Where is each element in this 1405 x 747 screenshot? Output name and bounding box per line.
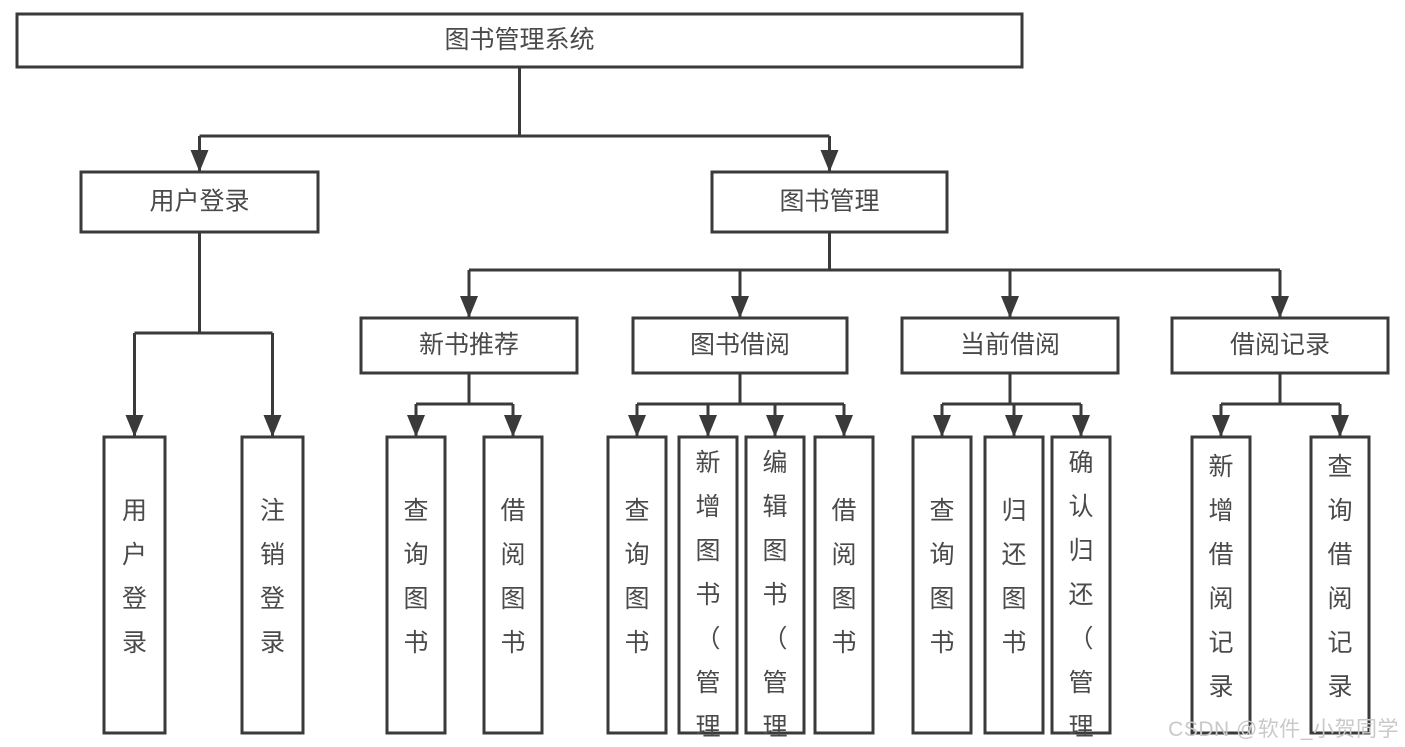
arrow-head-icon	[460, 296, 478, 318]
edge-user-login-to-leaves	[125, 232, 282, 437]
node-box-leaf-return-book	[983, 435, 1045, 735]
node-box-leaf-logout	[240, 435, 305, 735]
node-leaf-edit-book[interactable]: 编辑图书（管理员）	[744, 435, 806, 747]
arrow-head-icon	[1001, 296, 1019, 318]
arrow-head-icon	[1212, 415, 1230, 437]
node-label-leaf-add-record: 新增借阅记录	[1208, 453, 1233, 701]
node-label-leaf-query-book-borrow: 查询图书	[624, 497, 649, 657]
node-box-leaf-user-login	[102, 435, 167, 735]
node-box-leaf-borrow-book-rec	[482, 435, 544, 735]
node-label-current-borrow: 当前借阅	[960, 331, 1060, 359]
arrow-head-icon	[504, 415, 522, 437]
node-label-new-book-rec: 新书推荐	[419, 331, 519, 359]
arrow-head-icon	[731, 296, 749, 318]
node-box-user-login	[79, 170, 320, 234]
node-label-leaf-confirm-return: 确认归还（管理员）	[1068, 449, 1093, 747]
arrow-head-icon	[190, 150, 209, 172]
node-new-book-rec[interactable]: 新书推荐	[359, 316, 579, 375]
arrow-head-icon	[1271, 296, 1289, 318]
node-label-leaf-edit-book: 编辑图书（管理员）	[762, 449, 787, 747]
node-label-leaf-borrow-book: 借阅图书	[831, 497, 856, 657]
node-box-current-borrow	[900, 316, 1120, 375]
edge-book-manage-to-level3	[460, 232, 1289, 318]
node-root[interactable]: 图书管理系统	[15, 12, 1024, 69]
node-leaf-user-login[interactable]: 用户登录	[102, 435, 167, 735]
node-box-leaf-add-book	[677, 435, 739, 735]
node-label-leaf-query-book-rec: 查询图书	[403, 497, 428, 657]
node-label-leaf-add-book: 新增图书（管理员）	[695, 449, 720, 747]
node-box-book-borrow	[631, 316, 849, 375]
arrow-head-icon	[820, 150, 839, 172]
node-box-leaf-edit-book	[744, 435, 806, 735]
node-label-book-manage: 图书管理	[779, 188, 879, 216]
node-book-manage[interactable]: 图书管理	[710, 170, 949, 234]
arrow-head-icon	[933, 415, 951, 437]
node-leaf-borrow-book[interactable]: 借阅图书	[813, 435, 875, 735]
arrow-head-icon	[835, 415, 853, 437]
node-label-leaf-borrow-book-rec: 借阅图书	[500, 497, 525, 657]
arrow-head-icon	[628, 415, 646, 437]
node-leaf-return-book[interactable]: 归还图书	[983, 435, 1045, 735]
node-label-leaf-logout: 注销登录	[260, 497, 285, 657]
node-leaf-borrow-book-rec[interactable]: 借阅图书	[482, 435, 544, 735]
node-leaf-add-book[interactable]: 新增图书（管理员）	[677, 435, 739, 747]
node-label-leaf-return-book: 归还图书	[1001, 497, 1026, 657]
node-label-leaf-user-login: 用户登录	[122, 497, 147, 657]
arrow-head-icon	[125, 415, 144, 437]
arrow-head-icon	[1072, 415, 1090, 437]
edge-new-book-rec-to-leaves	[407, 373, 522, 437]
node-label-book-borrow: 图书借阅	[690, 331, 790, 359]
node-label-leaf-query-book-current: 查询图书	[929, 497, 954, 657]
node-current-borrow[interactable]: 当前借阅	[900, 316, 1120, 375]
connector-layer	[125, 67, 1349, 437]
arrow-head-icon	[407, 415, 425, 437]
edge-current-borrow-to-leaves	[933, 373, 1090, 437]
arrow-head-icon	[263, 415, 282, 437]
node-box-leaf-query-book-borrow	[606, 435, 668, 735]
node-label-root: 图书管理系统	[444, 26, 594, 54]
node-leaf-query-book-rec[interactable]: 查询图书	[385, 435, 447, 735]
node-leaf-confirm-return[interactable]: 确认归还（管理员）	[1050, 435, 1112, 747]
node-leaf-add-record[interactable]: 新增借阅记录	[1190, 435, 1252, 735]
arrow-head-icon	[699, 415, 717, 437]
node-box-leaf-borrow-book	[813, 435, 875, 735]
node-leaf-query-book-current[interactable]: 查询图书	[911, 435, 973, 735]
node-leaf-query-record[interactable]: 查询借阅记录	[1309, 435, 1371, 735]
edge-borrow-record-to-leaves	[1212, 373, 1349, 437]
node-box-book-manage	[710, 170, 949, 234]
node-box-leaf-confirm-return	[1050, 435, 1112, 735]
node-box-leaf-query-record	[1309, 435, 1371, 735]
arrow-head-icon	[1331, 415, 1349, 437]
node-box-leaf-query-book-current	[911, 435, 973, 735]
edge-book-borrow-to-leaves	[628, 373, 853, 437]
node-box-root	[15, 12, 1024, 69]
node-user-login[interactable]: 用户登录	[79, 170, 320, 234]
node-label-leaf-query-record: 查询借阅记录	[1327, 453, 1352, 701]
node-box-leaf-add-record	[1190, 435, 1252, 735]
node-leaf-query-book-borrow[interactable]: 查询图书	[606, 435, 668, 735]
arrow-head-icon	[1005, 415, 1023, 437]
node-label-user-login: 用户登录	[149, 188, 249, 216]
node-layer: 图书管理系统用户登录图书管理新书推荐图书借阅当前借阅借阅记录用户登录注销登录查询…	[15, 12, 1390, 747]
arrow-head-icon	[766, 415, 784, 437]
node-label-borrow-record: 借阅记录	[1230, 331, 1330, 359]
node-box-leaf-query-book-rec	[385, 435, 447, 735]
edge-root-to-level2	[190, 67, 839, 172]
node-leaf-logout[interactable]: 注销登录	[240, 435, 305, 735]
node-box-borrow-record	[1170, 316, 1390, 375]
node-box-new-book-rec	[359, 316, 579, 375]
node-book-borrow[interactable]: 图书借阅	[631, 316, 849, 375]
node-borrow-record[interactable]: 借阅记录	[1170, 316, 1390, 375]
